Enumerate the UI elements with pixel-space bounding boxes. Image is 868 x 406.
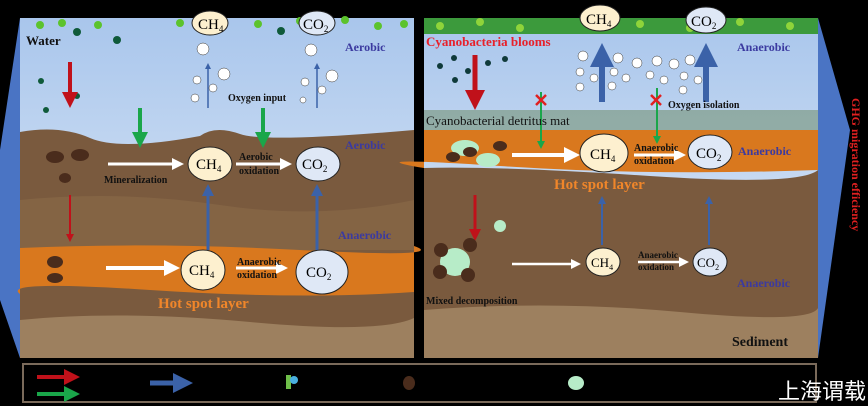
ch4-cloud: CH4 (585, 247, 621, 277)
co2-cloud: CO2 (295, 146, 341, 182)
legend (22, 363, 817, 403)
anaerobic-label: Anaerobic (737, 276, 791, 290)
mixed-decomposition-label: Mixed decomposition (426, 296, 518, 307)
svg-text:CH4: CH4 (586, 12, 612, 29)
anaerobic-oxidation-label: Anaerobic (638, 250, 678, 260)
ch4-cloud: CH4 (579, 4, 621, 32)
mineralization-label: Mineralization (104, 175, 168, 186)
anaerobic-label: Anaerobic (338, 228, 392, 242)
svg-text:CH4: CH4 (590, 147, 616, 164)
anaerobic-oxidation-label-line2: oxidation (634, 156, 674, 167)
oxygen-input-label: Oxygen input (228, 93, 287, 104)
water-label: Water (26, 33, 61, 48)
blocked-x-icon (535, 94, 547, 106)
ch4-cloud: CH4 (180, 249, 226, 291)
aerobic-label: Aerobic (345, 138, 386, 152)
anaerobic-label: Anaerobic (737, 40, 791, 54)
aerobic-oxidation-label: Aerobic (239, 152, 273, 163)
co2-cloud: CO2 (685, 6, 727, 34)
svg-text:CH4: CH4 (198, 17, 224, 34)
detritus-mat-label: Cyanobacterial detritus mat (426, 113, 570, 128)
sediment-label: Sediment (732, 335, 788, 350)
hot-spot-label: Hot spot layer (158, 296, 249, 312)
ch4-cloud: CH4 (187, 146, 233, 182)
svg-text:CO2: CO2 (697, 255, 719, 272)
right-blue-arrow (818, 18, 850, 358)
svg-text:CO2: CO2 (303, 17, 328, 34)
anaerobic-oxidation-label: Anaerobic (237, 257, 282, 268)
svg-text:CO2: CO2 (696, 146, 721, 163)
co2-cloud: CO2 (687, 134, 733, 170)
svg-text:CH4: CH4 (591, 255, 613, 272)
oxygen-isolation-label: Oxygen isolation (668, 100, 740, 111)
co2-cloud: CO2 (295, 249, 349, 295)
ghg-migration-efficiency-label: GHG migration efficiency (849, 98, 863, 231)
anaerobic-oxidation-label: Anaerobic (634, 143, 679, 154)
co2-cloud: CO2 (692, 247, 728, 277)
svg-text:CH4: CH4 (196, 157, 222, 174)
blocked-x-icon (650, 94, 662, 106)
right-panel: CH4 CO2 CH4 CO2 CH4 CO2 Cyanobacteria bl… (399, 4, 818, 358)
svg-text:CO2: CO2 (302, 157, 327, 174)
left-blue-arrow (0, 18, 20, 358)
svg-text:CH4: CH4 (189, 263, 215, 280)
svg-text:CO2: CO2 (306, 265, 331, 282)
anaerobic-oxidation-label-line2: oxidation (638, 262, 674, 272)
legend-organic-particle-icon (403, 376, 415, 390)
legend-cyanobacteria-detritus-icon (568, 376, 584, 390)
ch4-cloud: CH4 (191, 10, 229, 36)
svg-text:CO2: CO2 (691, 14, 716, 31)
aerobic-oxidation-label-line2: oxidation (239, 166, 279, 177)
co2-cloud: CO2 (298, 10, 336, 36)
cyanobacteria-blooms-label: Cyanobacteria blooms (426, 34, 551, 49)
legend-microbe-icon (286, 375, 298, 389)
aerobic-label: Aerobic (345, 40, 386, 54)
anaerobic-oxidation-label-line2: oxidation (237, 270, 277, 281)
anaerobic-label: Anaerobic (738, 144, 792, 158)
left-panel: CH4 CO2 CH4 CO2 CH4 CO2 Water Aerobic Ae… (17, 10, 421, 358)
hot-spot-label: Hot spot layer (554, 177, 645, 193)
watermark: 上海谓载 (778, 380, 867, 405)
ch4-cloud: CH4 (579, 133, 629, 173)
